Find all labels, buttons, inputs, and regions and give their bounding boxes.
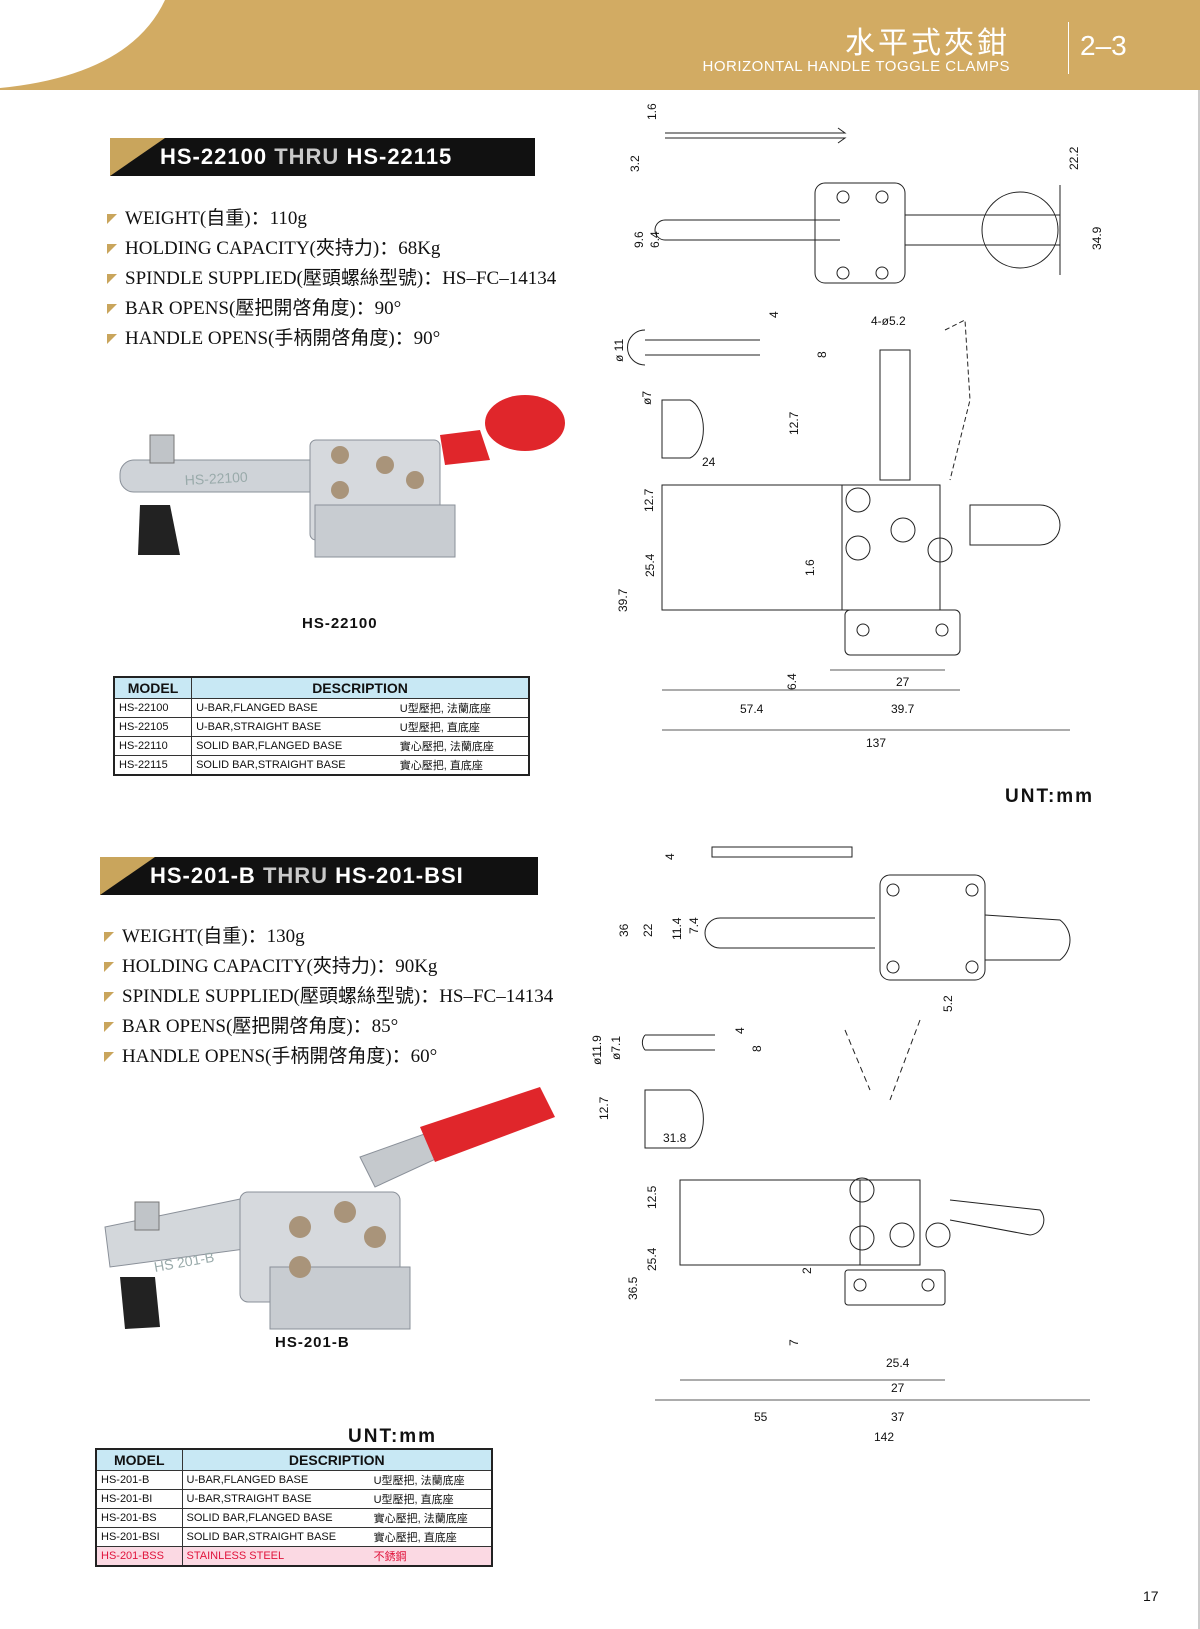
technical-drawing-1 [627, 127, 1070, 731]
photo-engraving: HS-22100 [184, 469, 248, 488]
dim-label: 57.4 [740, 702, 764, 716]
product-photo-1: HS-22100 [119, 395, 565, 558]
banner-from: HS-201-B [150, 863, 256, 888]
photo-caption-1: HS-22100 [302, 615, 378, 632]
dim-label: 8 [750, 1045, 764, 1052]
dim-label: 6.4 [785, 673, 799, 690]
spec-weight: WEIGHT(自重)：130g [102, 922, 553, 952]
col-model: MODEL [95, 1448, 183, 1471]
dim-label: 2 [800, 1267, 814, 1274]
page-header: 水平式夾鉗 HORIZONTAL HANDLE TOGGLE CLAMPS 2–… [0, 0, 1200, 90]
dim-label: 27 [896, 675, 910, 689]
header-decoration [0, 0, 165, 88]
dim-label: 4 [733, 1027, 747, 1034]
spec-spindle: SPINDLE SUPPLIED(壓頭螺絲型號)：HS–FC–14134 [102, 982, 553, 1012]
banner-accent [110, 138, 165, 176]
dim-label: 25.4 [645, 1247, 659, 1271]
dim-label: 36 [617, 923, 631, 937]
dim-label: 11.4 [670, 917, 684, 940]
banner-to: HS-201-BSI [335, 863, 464, 888]
spec-list-1: WEIGHT(自重)：110g HOLDING CAPACITY(夾持力)：68… [105, 204, 556, 354]
dim-label: 36.5 [626, 1276, 640, 1300]
dim-label: 8 [815, 351, 829, 358]
dim-label: ø7.1 [609, 1035, 623, 1060]
dim-label: 12.7 [787, 411, 801, 435]
dim-label: 24 [702, 455, 716, 469]
banner-thru: THRU [274, 144, 340, 169]
dim-label: ø11.9 [590, 1035, 604, 1065]
spec-weight: WEIGHT(自重)：110g [105, 204, 556, 234]
banner-from: HS-22100 [160, 144, 268, 169]
dim-label: 4 [663, 853, 677, 860]
spec-bar-opens: BAR OPENS(壓把開啓角度)：85° [102, 1012, 553, 1042]
dim-label: 7.4 [687, 917, 701, 934]
dim-label: 142 [874, 1430, 895, 1444]
dim-label: 1.6 [645, 103, 659, 120]
banner-thru: THRU [262, 863, 329, 888]
dim-label: ø 11 [612, 338, 626, 362]
page-frame [0, 90, 1200, 1629]
banner-to: HS-22115 [346, 144, 453, 169]
unit-label-2: UNT:mm [348, 1426, 438, 1447]
technical-drawing-2 [641, 846, 1090, 1401]
dim-label: 5.2 [941, 995, 955, 1012]
dim-label: 39.7 [616, 588, 630, 612]
spec-holding-capacity: HOLDING CAPACITY(夾持力)：68Kg [105, 234, 556, 264]
photo-caption-2: HS-201-B [275, 1334, 350, 1351]
dim-label: 55 [754, 1410, 768, 1424]
dim-label: 27 [891, 1381, 905, 1395]
product-banner-2: HS-201-B THRU HS-201-BSI [100, 857, 538, 895]
dim-label: 4 [767, 311, 781, 318]
dim-label: 12.7 [642, 488, 656, 512]
dim-label: ø7 [640, 390, 654, 405]
dim-label: 137 [866, 736, 887, 750]
col-model: MODEL [113, 676, 193, 699]
dim-label: 34.9 [1090, 226, 1104, 250]
dim-label: 22.2 [1067, 146, 1081, 170]
banner-accent [100, 857, 155, 895]
product-photo-2: HS 201-B [104, 1087, 555, 1330]
dim-label: 9.6 [632, 231, 646, 248]
spec-bar-opens: BAR OPENS(壓把開啓角度)：90° [105, 294, 556, 324]
header-title-cn: 水平式夾鉗 [845, 26, 1010, 61]
dim-label: 39.7 [891, 702, 915, 716]
section-number: 2–3 [1080, 30, 1127, 61]
dim-label: 12.7 [597, 1096, 611, 1120]
dim-label: 1.6 [803, 559, 817, 576]
dim-label: 25.4 [643, 553, 657, 577]
spec-holding-capacity: HOLDING CAPACITY(夾持力)：90Kg [102, 952, 553, 982]
dim-label: 22 [641, 923, 655, 937]
col-description: DESCRIPTION [181, 1448, 493, 1471]
page-number: 17 [1143, 1588, 1159, 1604]
unit-label-1: UNT:mm [1005, 786, 1095, 807]
dim-label: 25.4 [886, 1356, 910, 1370]
spec-handle-opens: HANDLE OPENS(手柄開啓角度)：90° [105, 324, 556, 354]
dim-label: 31.8 [663, 1131, 687, 1145]
dim-label: 37 [891, 1410, 905, 1424]
dim-label: 12.5 [645, 1185, 659, 1209]
spec-handle-opens: HANDLE OPENS(手柄開啓角度)：60° [102, 1042, 553, 1072]
header-divider [1068, 22, 1069, 74]
dim-label: 7 [787, 1339, 801, 1346]
dim-label: 3.2 [628, 155, 642, 172]
spec-list-2: WEIGHT(自重)：130g HOLDING CAPACITY(夾持力)：90… [102, 922, 553, 1072]
dim-label: 4-ø5.2 [871, 314, 906, 328]
header-title-en: HORIZONTAL HANDLE TOGGLE CLAMPS [702, 58, 1010, 75]
product-banner-1: HS-22100 THRU HS-22115 [110, 138, 535, 176]
spec-spindle: SPINDLE SUPPLIED(壓頭螺絲型號)：HS–FC–14134 [105, 264, 556, 294]
dim-label: 6.4 [648, 231, 662, 248]
col-description: DESCRIPTION [191, 676, 530, 699]
